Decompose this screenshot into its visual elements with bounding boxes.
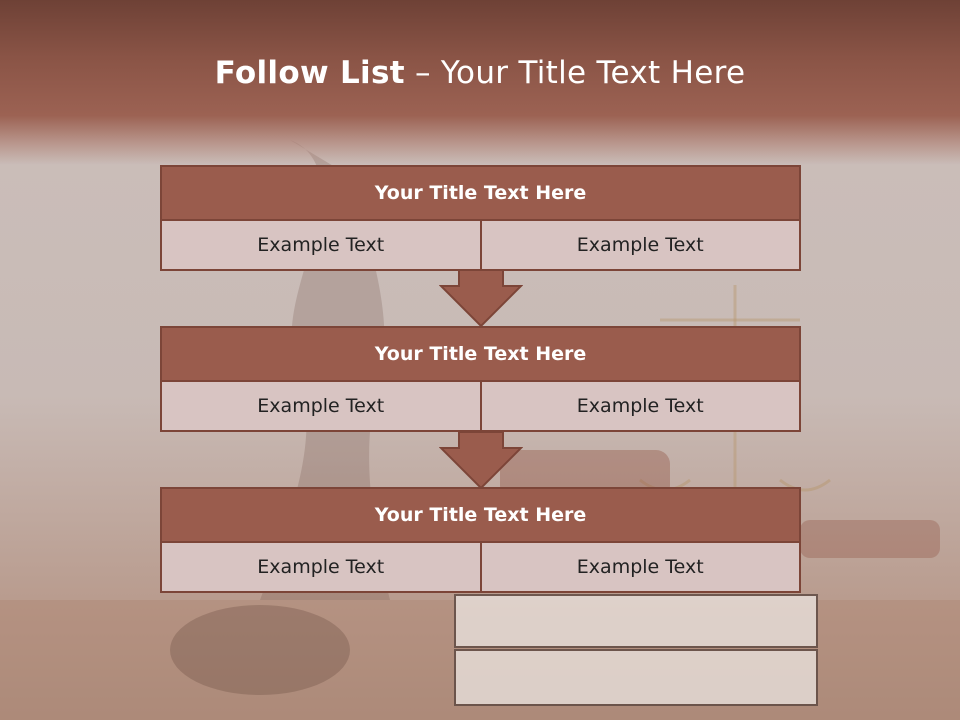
down-arrow-icon [439, 269, 523, 328]
slide-title-rest: – Your Title Text Here [404, 55, 746, 91]
block-row: Example Text Example Text [160, 543, 801, 593]
block-cell-left: Example Text [160, 543, 482, 593]
block-row: Example Text Example Text [160, 382, 801, 432]
block-cell-left: Example Text [160, 221, 482, 271]
list-block-2: Your Title Text Here Example Text Exampl… [160, 326, 801, 432]
block-cell-right: Example Text [481, 382, 801, 432]
book-top [454, 594, 818, 648]
block-cell-right: Example Text [481, 221, 801, 271]
block-title: Your Title Text Here [160, 326, 801, 382]
list-block-1: Your Title Text Here Example Text Exampl… [160, 165, 801, 271]
book-bottom [454, 649, 818, 706]
slide-title: Follow List – Your Title Text Here [0, 55, 960, 91]
block-title: Your Title Text Here [160, 165, 801, 221]
down-arrow-icon [439, 431, 523, 490]
block-title: Your Title Text Here [160, 487, 801, 543]
statue-base [170, 605, 350, 695]
list-block-3: Your Title Text Here Example Text Exampl… [160, 487, 801, 593]
block-row: Example Text Example Text [160, 221, 801, 271]
slide-title-bold: Follow List [214, 55, 405, 91]
scale-pan-right [779, 478, 831, 492]
block-cell-left: Example Text [160, 382, 482, 432]
block-cell-right: Example Text [481, 543, 801, 593]
gavel-handle [800, 520, 940, 558]
title-banner [0, 0, 960, 165]
